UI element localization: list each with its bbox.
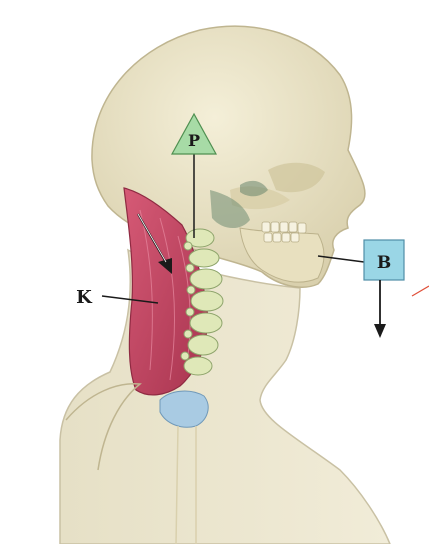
muscle-label: K [76, 287, 93, 308]
teeth [262, 222, 306, 242]
load-label: B [377, 253, 391, 273]
pivot-label: P [188, 131, 200, 150]
